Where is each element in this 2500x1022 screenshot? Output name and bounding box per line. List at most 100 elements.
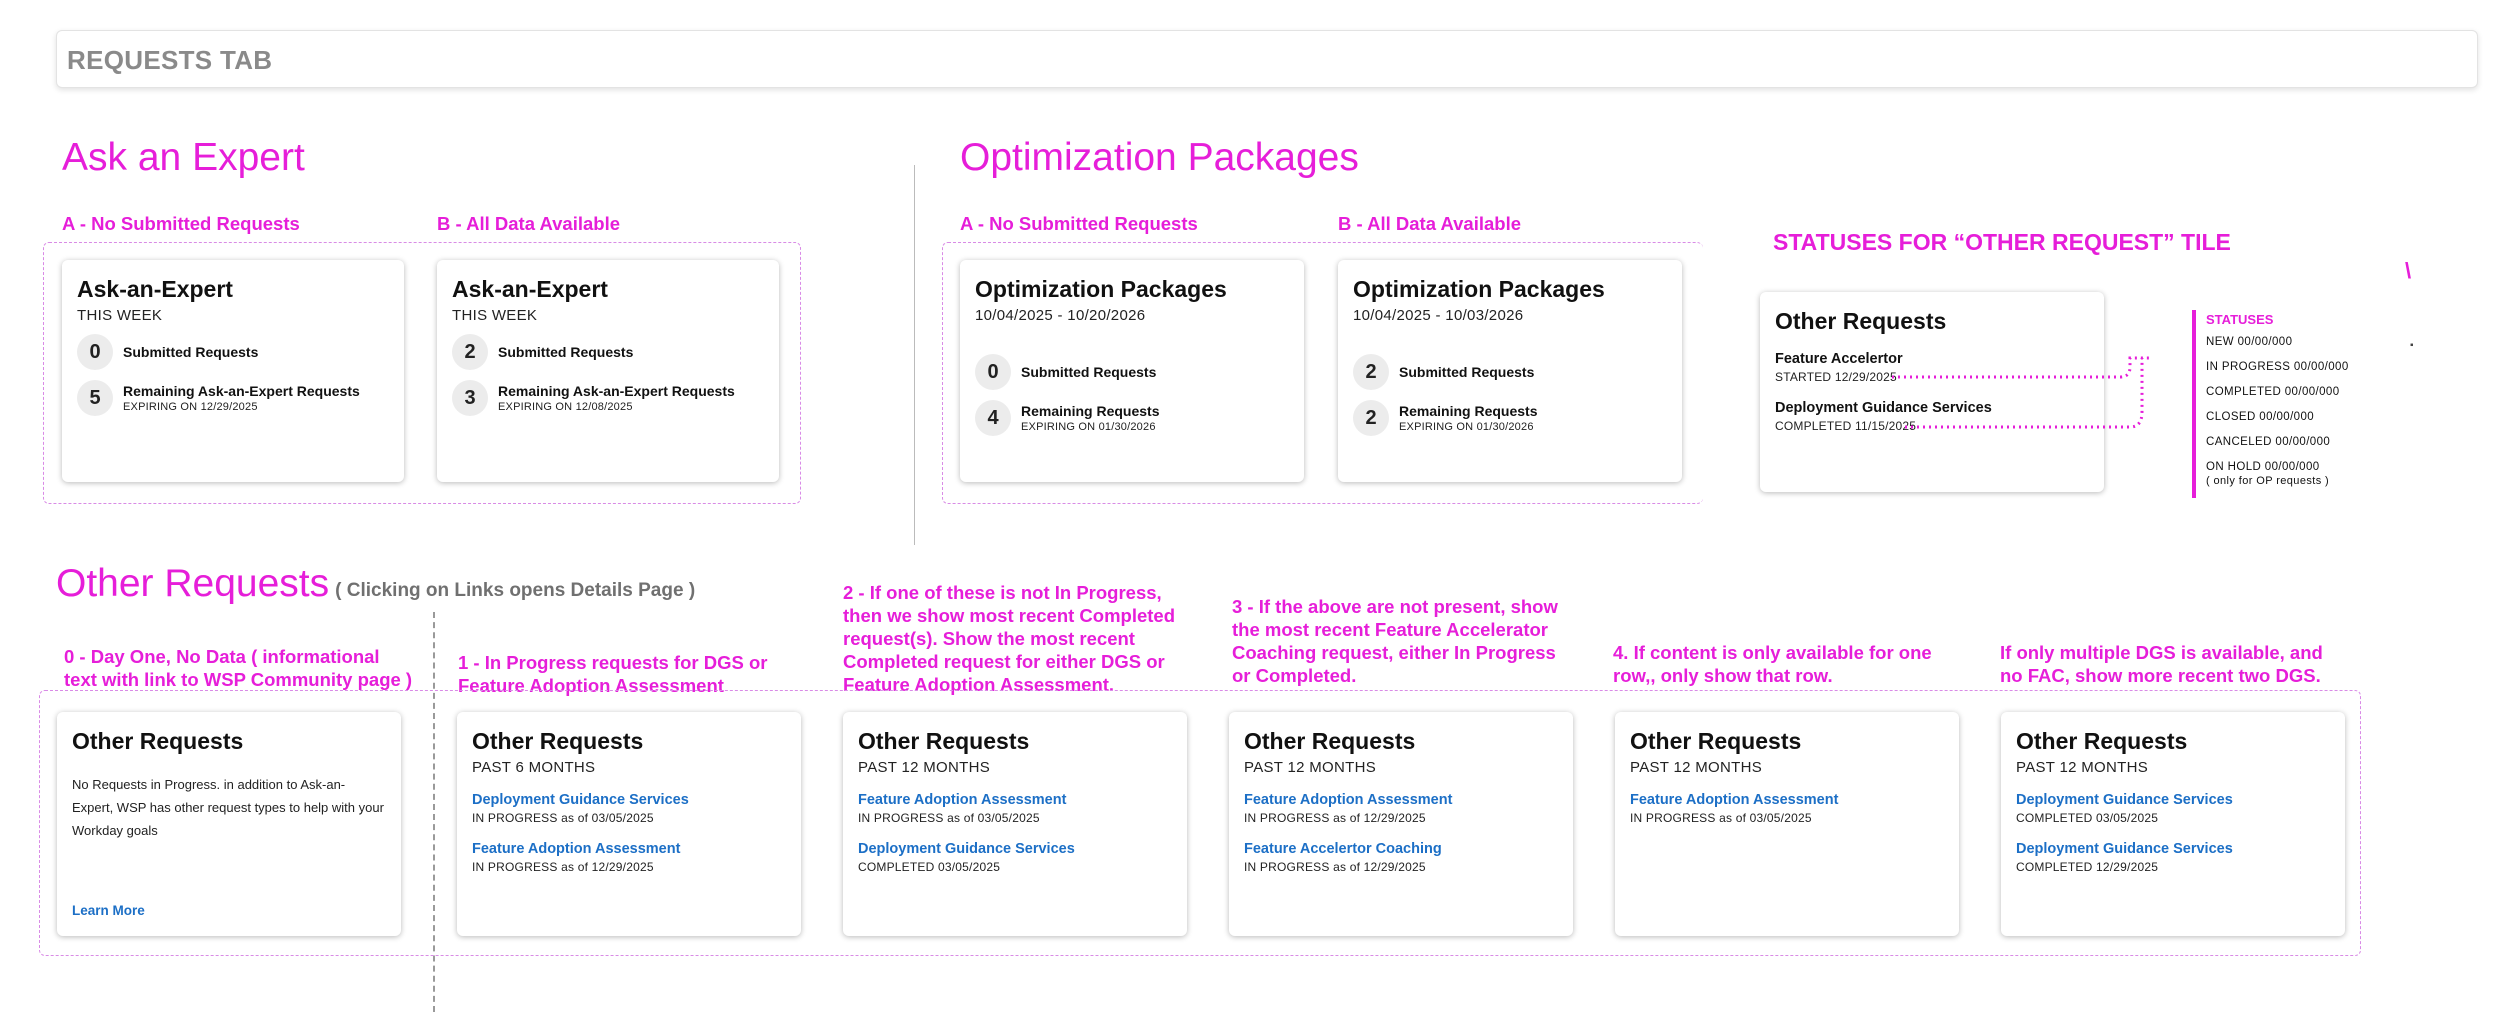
request-link[interactable]: Deployment Guidance Services bbox=[858, 841, 1075, 857]
stat-label: Submitted Requests bbox=[123, 344, 259, 360]
request-status: IN PROGRESS as of 12/29/2025 bbox=[1244, 860, 1426, 874]
status-list-title: STATUSES bbox=[2206, 312, 2274, 327]
request-status: COMPLETED 12/29/2025 bbox=[2016, 860, 2159, 874]
status-on-hold-note: ( only for OP requests ) bbox=[2206, 475, 2330, 487]
rule-note-3: 3 - If the above are not present, show t… bbox=[1232, 596, 1558, 686]
clipped-artifact: ▪ bbox=[2410, 340, 2414, 351]
section-divider bbox=[914, 165, 915, 545]
rule-note-5: If only multiple DGS is available, and n… bbox=[2000, 642, 2323, 686]
card-subtitle: THIS WEEK bbox=[77, 307, 163, 324]
card-title: Other Requests bbox=[472, 728, 644, 754]
card-period: PAST 12 MONTHS bbox=[858, 759, 991, 776]
requests-tab-header: REQUESTS TAB bbox=[56, 30, 2478, 88]
request-status: IN PROGRESS as of 03/05/2025 bbox=[472, 811, 654, 825]
info-text: No Requests in Progress. in addition to … bbox=[72, 777, 384, 838]
request-item: Deployment Guidance Services IN PROGRESS… bbox=[472, 792, 786, 825]
card-date-range: 10/04/2025 - 10/03/2026 bbox=[1353, 307, 1524, 324]
optimization-note-a: A - No Submitted Requests bbox=[960, 213, 1198, 234]
stat-expiry: EXPIRING ON 12/29/2025 bbox=[123, 401, 258, 413]
remaining-requests-stat: 3 Remaining Ask-an-Expert Requests EXPIR… bbox=[452, 380, 764, 416]
ask-expert-note-a: A - No Submitted Requests bbox=[62, 213, 300, 234]
other-requests-card-single-row: Other Requests PAST 12 MONTHS Feature Ad… bbox=[1615, 712, 1959, 936]
card-title: Ask-an-Expert bbox=[77, 276, 233, 302]
request-link[interactable]: Deployment Guidance Services bbox=[2016, 841, 2233, 857]
request-status: IN PROGRESS as of 03/05/2025 bbox=[1630, 811, 1812, 825]
request-item: Feature Adoption Assessment IN PROGRESS … bbox=[1630, 792, 1944, 825]
statuses-example-card: Other Requests Feature Accelertor STARTE… bbox=[1760, 292, 2104, 492]
request-item: Deployment Guidance Services COMPLETED 1… bbox=[2016, 841, 2330, 874]
other-requests-variants-frame bbox=[39, 690, 2361, 956]
remaining-requests-stat: 5 Remaining Ask-an-Expert Requests EXPIR… bbox=[77, 380, 389, 416]
card-title: Optimization Packages bbox=[975, 276, 1227, 302]
request-status: IN PROGRESS as of 03/05/2025 bbox=[858, 811, 1040, 825]
status-closed: CLOSED 00/00/000 bbox=[2206, 411, 2315, 423]
connector-line-2 bbox=[1905, 358, 2144, 429]
request-status: COMPLETED 03/05/2025 bbox=[858, 860, 1001, 874]
request-status: STARTED 12/29/2025 bbox=[1775, 370, 1897, 384]
optimization-note-b: B - All Data Available bbox=[1338, 213, 1521, 234]
rule-note-4: 4. If content is only available for one … bbox=[1613, 642, 1932, 686]
stat-label: Remaining Ask-an-Expert Requests bbox=[123, 383, 360, 399]
count-badge: 2 bbox=[452, 334, 488, 370]
card-title: Other Requests bbox=[72, 728, 244, 754]
status-on-hold: ON HOLD 00/00/000 bbox=[2206, 461, 2320, 473]
status-new: NEW 00/00/000 bbox=[2206, 336, 2293, 348]
connector-line-1 bbox=[1892, 356, 2150, 379]
stat-expiry: EXPIRING ON 01/30/2026 bbox=[1399, 421, 1534, 433]
other-requests-card-coaching: Other Requests PAST 12 MONTHS Feature Ad… bbox=[1229, 712, 1573, 936]
optimization-variants-frame bbox=[942, 242, 1703, 504]
submitted-requests-stat: 2 Submitted Requests bbox=[1353, 354, 1667, 390]
request-link[interactable]: Deployment Guidance Services bbox=[2016, 792, 2233, 808]
request-item: Deployment Guidance Services COMPLETED 0… bbox=[858, 841, 1172, 874]
count-badge: 0 bbox=[975, 354, 1011, 390]
request-item: Feature Adoption Assessment IN PROGRESS … bbox=[1244, 792, 1558, 825]
request-link[interactable]: Feature Adoption Assessment bbox=[858, 792, 1067, 808]
card-title: Optimization Packages bbox=[1353, 276, 1605, 302]
count-badge: 3 bbox=[452, 380, 488, 416]
card-title: Other Requests bbox=[858, 728, 1030, 754]
stat-label: Remaining Requests bbox=[1021, 403, 1160, 419]
day-one-divider bbox=[433, 612, 435, 1012]
request-link[interactable]: Deployment Guidance Services bbox=[472, 792, 689, 808]
stat-expiry: EXPIRING ON 01/30/2026 bbox=[1021, 421, 1156, 433]
other-requests-card-completed: Other Requests PAST 12 MONTHS Feature Ad… bbox=[843, 712, 1187, 936]
status-completed: COMPLETED 00/00/000 bbox=[2206, 386, 2340, 398]
request-link[interactable]: Feature Accelertor Coaching bbox=[1244, 841, 1442, 857]
submitted-requests-stat: 0 Submitted Requests bbox=[975, 354, 1289, 390]
statuses-heading: STATUSES FOR “OTHER REQUEST” TILE bbox=[1773, 229, 2231, 255]
count-badge: 4 bbox=[975, 400, 1011, 436]
count-badge: 0 bbox=[77, 334, 113, 370]
request-link[interactable]: Feature Adoption Assessment bbox=[1244, 792, 1453, 808]
tab-title: REQUESTS TAB bbox=[67, 45, 273, 75]
status-list: STATUSES NEW 00/00/000 IN PROGRESS 00/00… bbox=[2206, 312, 2376, 488]
request-status: IN PROGRESS as of 12/29/2025 bbox=[472, 860, 654, 874]
card-title: Other Requests bbox=[1630, 728, 1802, 754]
request-status: COMPLETED 03/05/2025 bbox=[2016, 811, 2159, 825]
optimization-card-b: Optimization Packages 10/04/2025 - 10/03… bbox=[1338, 260, 1682, 482]
stat-label: Remaining Ask-an-Expert Requests bbox=[498, 383, 735, 399]
submitted-requests-stat: 2 Submitted Requests bbox=[452, 334, 764, 370]
request-item: Feature Adoption Assessment IN PROGRESS … bbox=[472, 841, 786, 874]
request-name: Feature Accelertor bbox=[1775, 351, 1903, 367]
status-canceled: CANCELED 00/00/000 bbox=[2206, 436, 2331, 448]
learn-more-link[interactable]: Learn More bbox=[72, 903, 145, 918]
card-date-range: 10/04/2025 - 10/20/2026 bbox=[975, 307, 1146, 324]
stat-label: Submitted Requests bbox=[1021, 364, 1157, 380]
remaining-requests-stat: 2 Remaining Requests EXPIRING ON 01/30/2… bbox=[1353, 400, 1667, 436]
count-badge: 2 bbox=[1353, 354, 1389, 390]
clipped-artifact: \ bbox=[2405, 258, 2412, 283]
ask-expert-note-b: B - All Data Available bbox=[437, 213, 620, 234]
ask-expert-variants-frame bbox=[43, 242, 801, 504]
other-requests-section-title: Other Requests bbox=[56, 562, 330, 605]
request-item: Feature Adoption Assessment IN PROGRESS … bbox=[858, 792, 1172, 825]
stat-expiry: EXPIRING ON 12/08/2025 bbox=[498, 401, 633, 413]
request-link[interactable]: Feature Adoption Assessment bbox=[1630, 792, 1839, 808]
stat-label: Remaining Requests bbox=[1399, 403, 1538, 419]
optimization-section-title: Optimization Packages bbox=[960, 136, 1359, 179]
request-status: IN PROGRESS as of 12/29/2025 bbox=[1244, 811, 1426, 825]
remaining-requests-stat: 4 Remaining Requests EXPIRING ON 01/30/2… bbox=[975, 400, 1289, 436]
card-period: PAST 6 MONTHS bbox=[472, 759, 596, 776]
request-link[interactable]: Feature Adoption Assessment bbox=[472, 841, 681, 857]
status-bar bbox=[2192, 310, 2196, 498]
count-badge: 5 bbox=[77, 380, 113, 416]
